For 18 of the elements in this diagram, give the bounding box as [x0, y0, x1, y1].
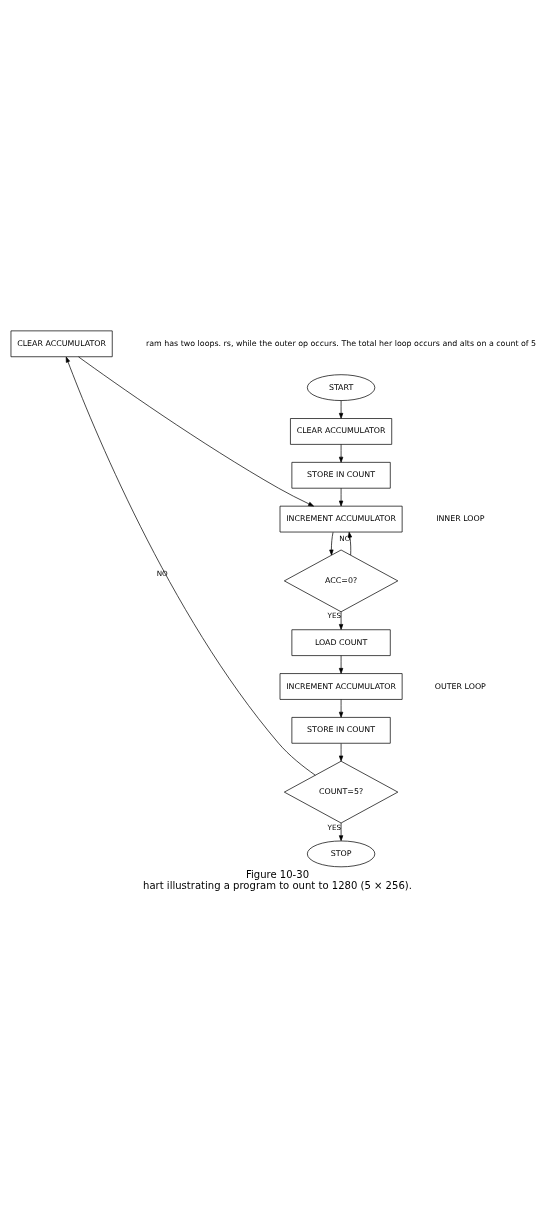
diagram-title: Figure 10-30 [245, 868, 310, 880]
arrow [329, 531, 334, 556]
edge-label: YES [327, 611, 341, 621]
edge-label: YES [327, 822, 341, 832]
arrow [338, 611, 344, 630]
arrow [338, 822, 344, 842]
arrow [338, 743, 344, 762]
edge-label: NO [156, 569, 168, 579]
arrow [347, 531, 353, 556]
arrow [338, 444, 344, 463]
arrow [338, 699, 344, 718]
edge-label: NO [339, 534, 351, 544]
arrow [338, 655, 344, 674]
arrow [338, 400, 344, 419]
arrow [78, 356, 314, 507]
arrow [65, 356, 316, 776]
arrow [338, 487, 344, 507]
caption: hart illustrating a program to ount to 1280 (5 × 256). [143, 879, 412, 891]
